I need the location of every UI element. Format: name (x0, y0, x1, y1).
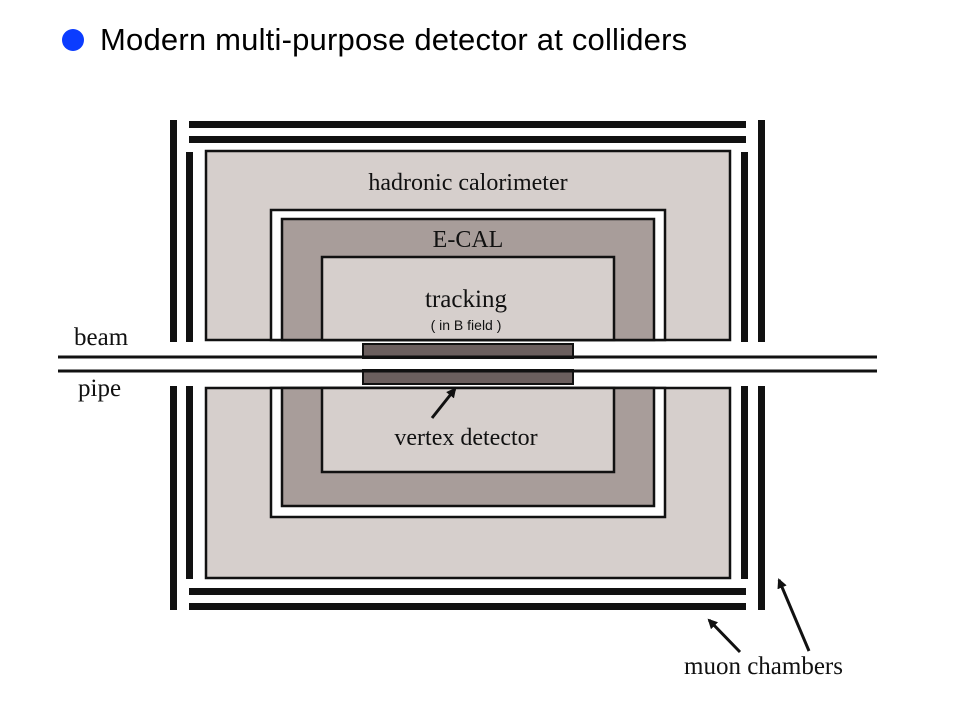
muon-bar-right-outer-top (758, 120, 765, 342)
muon-bar-bottom-1 (189, 588, 746, 595)
muon-bar-left-outer-bottom (170, 386, 177, 610)
label-muon-chambers: muon chambers (684, 653, 843, 680)
label-hadronic-calorimeter: hadronic calorimeter (368, 170, 567, 196)
arrow-muon-bottom-bar (707, 618, 742, 654)
bullet-icon (62, 29, 84, 51)
muon-bar-top-2 (189, 136, 746, 143)
muon-bar-right-inner-bottom (741, 386, 748, 579)
muon-bar-top-1 (189, 121, 746, 128)
label-tracking: tracking (425, 286, 507, 313)
tracking-top (320, 255, 616, 342)
muon-bar-right-inner-top (741, 152, 748, 342)
label-ecal: E-CAL (433, 227, 504, 253)
arrow-muon-right-bar (777, 578, 811, 652)
label-vertex-detector: vertex detector (394, 425, 537, 451)
label-beam: beam (74, 324, 129, 351)
muon-bar-right-outer-bottom (758, 386, 765, 610)
arrow-vertex-detector (430, 387, 457, 419)
muon-bar-left-inner-bottom (186, 386, 193, 579)
label-pipe: pipe (78, 375, 121, 402)
label-tracking-sub: ( in B field ) (431, 317, 502, 333)
tracking-bottom (320, 386, 616, 474)
muon-bar-left-outer-top (170, 120, 177, 342)
muon-bar-bottom-2 (189, 603, 746, 610)
slide-title: Modern multi-purpose detector at collide… (62, 22, 687, 58)
slide-title-text: Modern multi-purpose detector at collide… (100, 22, 688, 57)
muon-bar-left-inner-top (186, 152, 193, 342)
